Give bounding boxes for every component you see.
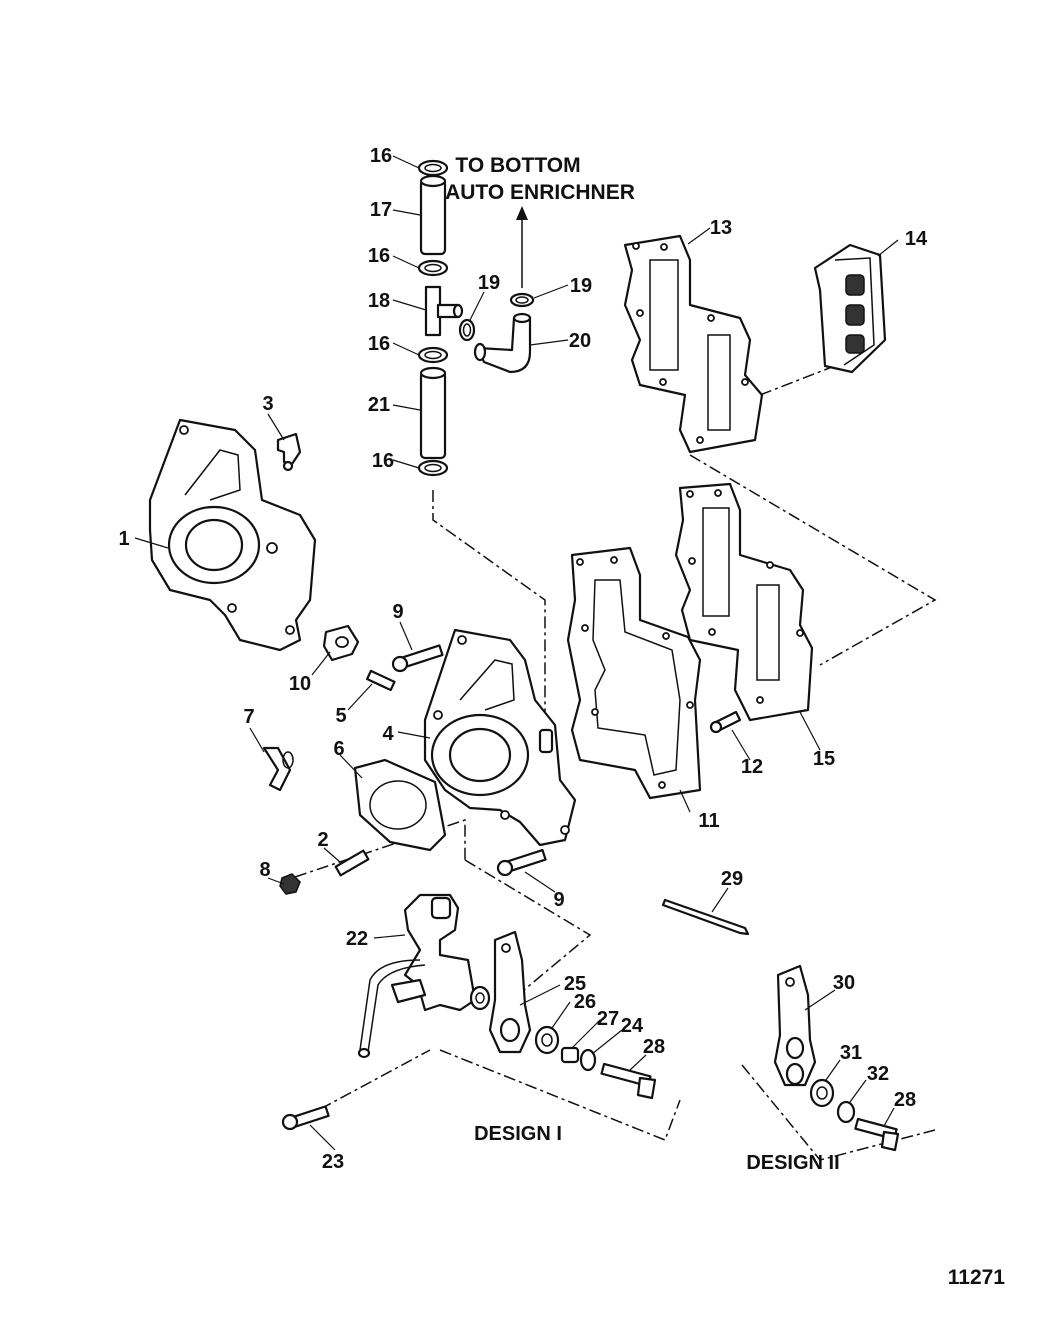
hose-clamp-small-left bbox=[458, 318, 476, 342]
hose-lower bbox=[419, 366, 447, 460]
wire-clip bbox=[262, 746, 294, 792]
hose-clamp-bottom bbox=[417, 459, 449, 477]
hose-clamp-small-right bbox=[509, 292, 535, 308]
callout-1: 1 bbox=[118, 528, 129, 550]
note-line-1: TO BOTTOM bbox=[455, 154, 580, 177]
callout-28-b: 28 bbox=[894, 1089, 916, 1111]
arrow-up-icon bbox=[516, 206, 528, 288]
callout-14: 13 bbox=[710, 217, 732, 239]
callout-20: 20 bbox=[569, 330, 591, 352]
bracket-design-ii bbox=[773, 964, 817, 1087]
sleeve bbox=[560, 1046, 580, 1064]
washer bbox=[469, 985, 491, 1011]
carburetor-gasket bbox=[353, 758, 447, 852]
callout-15: 14 bbox=[905, 228, 928, 250]
stud bbox=[366, 669, 396, 692]
flat-washer bbox=[579, 1048, 597, 1072]
callout-16-a: 16 bbox=[370, 145, 392, 167]
callout-17: 17 bbox=[370, 199, 392, 221]
callout-19-b: 19 bbox=[570, 275, 592, 297]
fuel-pump bbox=[357, 893, 477, 1059]
bracket-design-i bbox=[488, 930, 532, 1054]
intake-manifold-lower bbox=[423, 628, 577, 847]
note-line-2: AUTO ENRICHNER bbox=[445, 181, 635, 204]
callout-25: 25 bbox=[564, 973, 586, 995]
hose-upper bbox=[419, 174, 447, 256]
intake-gasket bbox=[566, 546, 702, 800]
callout-26: 26 bbox=[574, 991, 596, 1013]
stud-long bbox=[334, 849, 370, 877]
bolt-upper bbox=[391, 644, 444, 673]
callout-10: 10 bbox=[289, 673, 311, 695]
intake-manifold-upper bbox=[148, 418, 317, 652]
design-ii-label: DESIGN II bbox=[746, 1152, 839, 1174]
bolt-design-i bbox=[600, 1062, 657, 1100]
callout-16-c: 16 bbox=[368, 333, 390, 355]
callout-9-a: 9 bbox=[392, 601, 403, 623]
screw bbox=[709, 710, 742, 734]
callout-11: 11 bbox=[698, 810, 719, 832]
callout-3: 3 bbox=[262, 393, 273, 415]
callout-13: 12 bbox=[741, 756, 763, 778]
hose-clamp-mid-2 bbox=[417, 346, 449, 364]
callout-16-d: 16 bbox=[372, 450, 394, 472]
reed-gasket-upper bbox=[623, 234, 764, 454]
tee-fitting bbox=[424, 285, 464, 337]
spacer bbox=[809, 1078, 835, 1108]
callout-labels: 16 17 16 18 16 21 16 19 19 20 13 14 3 1 … bbox=[118, 145, 928, 1173]
callout-18: 18 bbox=[368, 290, 390, 312]
bolt-design-ii bbox=[854, 1117, 900, 1152]
bolt-pump bbox=[281, 1105, 330, 1131]
callout-7: 6 bbox=[333, 738, 344, 760]
callout-23: 23 bbox=[322, 1151, 344, 1173]
bushing bbox=[534, 1025, 560, 1055]
leader-lines bbox=[134, 155, 899, 1151]
elbow-hose bbox=[473, 312, 532, 374]
design-i-label: DESIGN I bbox=[474, 1123, 562, 1145]
callout-22: 22 bbox=[346, 928, 368, 950]
callout-31: 31 bbox=[840, 1042, 862, 1064]
callout-6: 8 bbox=[259, 859, 270, 881]
hose-clamp-mid-1 bbox=[417, 259, 449, 277]
callout-4: 4 bbox=[382, 723, 394, 745]
callout-28-a: 28 bbox=[643, 1036, 665, 1058]
elbow-fitting bbox=[276, 432, 302, 472]
callout-32: 32 bbox=[867, 1063, 889, 1085]
callout-16-b: 16 bbox=[368, 245, 390, 267]
callout-12: 15 bbox=[813, 748, 835, 770]
hose-clamp-top bbox=[417, 159, 449, 177]
callout-29: 29 bbox=[721, 868, 743, 890]
cotter-pin bbox=[661, 898, 750, 936]
reed-block bbox=[813, 243, 887, 374]
callout-30: 30 bbox=[833, 972, 855, 994]
figure-number: 11271 bbox=[948, 1266, 1006, 1289]
callout-5: 5 bbox=[335, 705, 346, 727]
bolt-lower bbox=[496, 848, 547, 877]
callout-24: 24 bbox=[621, 1015, 644, 1037]
reed-gasket-lower bbox=[674, 482, 814, 722]
callout-21: 21 bbox=[368, 394, 390, 416]
washer-design-ii bbox=[836, 1100, 856, 1124]
callout-27: 27 bbox=[597, 1008, 619, 1030]
hose-clip bbox=[322, 624, 360, 662]
callout-19-a: 19 bbox=[478, 272, 500, 294]
callout-2: 2 bbox=[317, 829, 328, 851]
callout-8: 7 bbox=[243, 706, 254, 728]
nut bbox=[279, 873, 301, 895]
callout-9-b: 9 bbox=[553, 889, 564, 911]
